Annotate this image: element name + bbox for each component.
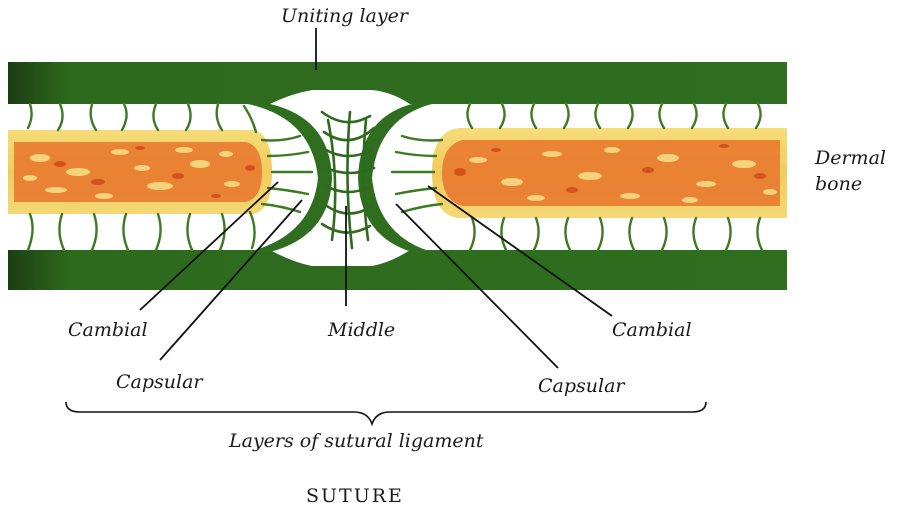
left-dermal-bone (8, 130, 272, 214)
layers-bracket (66, 402, 706, 424)
right-dermal-bone (432, 128, 787, 218)
lower-periosteum-band (8, 250, 787, 290)
dermal-bone-label-line2: bone (815, 173, 862, 195)
diagram-title: SUTURE (306, 485, 404, 506)
cambial-left-label: Cambial (68, 319, 148, 341)
capsular-right-label: Capsular (538, 375, 626, 397)
capsular-left-label: Capsular (116, 371, 204, 393)
dermal-bone-label-line1: Dermal (814, 147, 886, 169)
uniting-layer-label: Uniting layer (281, 5, 410, 27)
cambial-right-label: Cambial (612, 319, 692, 341)
middle-label: Middle (327, 319, 395, 341)
layers-bracket-label: Layers of sutural ligament (228, 430, 484, 452)
upper-periosteum-band (8, 62, 787, 104)
